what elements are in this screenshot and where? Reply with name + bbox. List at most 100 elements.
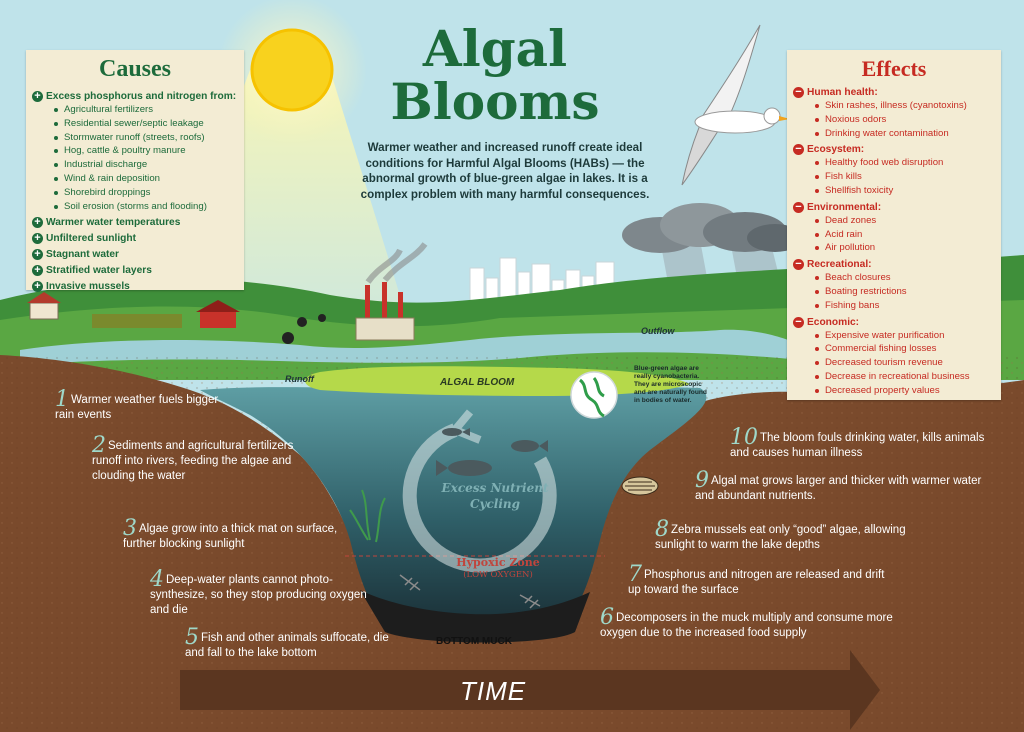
step-text: The bloom fouls drinking water, kills an… xyxy=(730,432,985,459)
effects-item: Noxious odors xyxy=(813,113,997,127)
step-number: 8 xyxy=(655,517,669,542)
minus-circle-icon: − xyxy=(793,87,804,98)
effects-item: Skin rashes, illness (cyanotoxins) xyxy=(813,99,997,113)
effects-heading: Effects xyxy=(861,56,927,81)
step-text: Phosphorus and nitrogen are released and… xyxy=(628,569,885,596)
title-line-1: Algal xyxy=(422,19,568,78)
effects-list: −Human health:Skin rashes, illness (cyan… xyxy=(793,86,997,401)
minus-circle-icon: − xyxy=(793,259,804,271)
causes-group-label: +Excess phosphorus and nitrogen from: xyxy=(32,90,240,103)
runoff-label: Runoff xyxy=(285,374,314,384)
intro-text: Warmer weather and increased runoff crea… xyxy=(360,141,650,201)
farm-icon xyxy=(27,292,326,344)
causes-group-label: +Stagnant water xyxy=(32,248,240,261)
step-number: 9 xyxy=(695,468,709,493)
cyanobacteria-note: Blue-green algae are really cyanobacteri… xyxy=(634,365,707,404)
effects-group-text: Human health: xyxy=(807,87,878,98)
causes-group-text: Excess phosphorus and nitrogen from: xyxy=(46,91,237,102)
zebra-mussel-icon xyxy=(621,476,659,496)
causes-group: +Warmer water temperatures xyxy=(32,216,240,229)
effects-item: Air pollution xyxy=(813,241,997,255)
effects-item: Beach closures xyxy=(813,271,997,285)
step-text: Warmer weather fuels bigger rain events xyxy=(55,394,219,421)
effects-group-label: −Ecosystem: xyxy=(793,143,997,156)
causes-group-label: +Unfiltered sunlight xyxy=(32,232,240,245)
hypoxic-subtitle: (LOW OXYGEN) xyxy=(463,570,533,580)
step-number: 3 xyxy=(123,516,137,541)
step-text: Fish and other animals suffocate, die an… xyxy=(185,632,389,659)
effects-group-label: −Economic: xyxy=(793,316,997,329)
causes-group: +Stratified water layers xyxy=(32,264,240,277)
step-text: Deep-water plants cannot photo-synthesiz… xyxy=(150,574,367,616)
minus-circle-icon: − xyxy=(793,316,804,328)
effects-group-label: −Recreational: xyxy=(793,258,997,271)
lake-basin xyxy=(200,386,707,628)
causes-group-text: Stagnant water xyxy=(46,249,120,261)
causes-item: Shorebird droppings xyxy=(52,186,240,200)
effects-panel: Effects −Human health:Skin rashes, illne… xyxy=(787,50,1001,400)
causes-group: +Excess phosphorus and nitrogen from:Agr… xyxy=(32,90,240,213)
step-number: 10 xyxy=(730,425,758,450)
causes-item: Residential sewer/septic leakage xyxy=(52,117,240,131)
effects-item: Boating restrictions xyxy=(813,285,997,299)
effects-group-text: Environmental: xyxy=(807,201,882,213)
causes-group-text: Unfiltered sunlight xyxy=(46,233,136,245)
effects-item: Decrease in recreational business xyxy=(813,370,997,384)
fish-icon xyxy=(436,428,548,476)
effects-item: Shellfish toxicity xyxy=(813,184,997,198)
dead-fish-icon xyxy=(399,574,541,609)
effects-group-text: Ecosystem: xyxy=(807,144,865,156)
step-number: 5 xyxy=(185,625,199,650)
step-number: 2 xyxy=(92,433,106,458)
effects-group-label: −Human health: xyxy=(793,86,997,99)
step-text: Algal mat grows larger and thicker with … xyxy=(695,475,982,502)
causes-item: Soil erosion (storms and flooding) xyxy=(52,200,240,214)
plus-circle-icon: + xyxy=(32,233,43,245)
page-title: Algal Blooms xyxy=(360,22,630,128)
causes-item: Stormwater runoff (streets, roofs) xyxy=(52,131,240,145)
plants-icon xyxy=(349,489,386,543)
causes-group-text: Stratified water layers xyxy=(46,265,152,277)
effects-group-text: Economic: xyxy=(807,316,860,328)
causes-item: Agricultural fertilizers xyxy=(52,103,240,117)
effects-sublist: Skin rashes, illness (cyanotoxins)Noxiou… xyxy=(793,99,997,140)
step-text: Sediments and agricultural fertilizers r… xyxy=(92,440,294,482)
causes-group: +Stagnant water xyxy=(32,248,240,261)
algal-bloom-label: ALGAL BLOOM xyxy=(440,377,515,388)
causes-group-text: Invasive mussels xyxy=(46,281,130,293)
effects-item: Dead zones xyxy=(813,214,997,228)
causes-item: Wind & rain deposition xyxy=(52,172,240,186)
step-number: 6 xyxy=(600,605,614,630)
effects-group-text: Recreational: xyxy=(807,259,872,271)
time-label: TIME xyxy=(460,676,527,706)
sun-icon xyxy=(250,28,334,112)
bottom-muck xyxy=(360,590,590,643)
effects-item: Expensive water purification xyxy=(813,329,997,343)
factory-icon xyxy=(355,242,428,341)
causes-item: Hog, cattle & poultry manure xyxy=(52,144,240,158)
effects-item: Healthy food web disruption xyxy=(813,156,997,170)
effects-item: Fish kills xyxy=(813,170,997,184)
plus-circle-icon: + xyxy=(32,281,43,293)
causes-item: Industrial discharge xyxy=(52,158,240,172)
step-text: Algae grow into a thick mat on surface, … xyxy=(123,523,338,550)
time-arrow xyxy=(180,650,880,730)
minus-circle-icon: − xyxy=(793,201,804,213)
outflow-label: Outflow xyxy=(641,326,675,336)
step-text: Zebra mussels eat only “good” algae, all… xyxy=(655,524,906,551)
effects-item: Decreased property values xyxy=(813,384,997,398)
hypoxic-title: Hypoxic Zone xyxy=(456,556,540,569)
